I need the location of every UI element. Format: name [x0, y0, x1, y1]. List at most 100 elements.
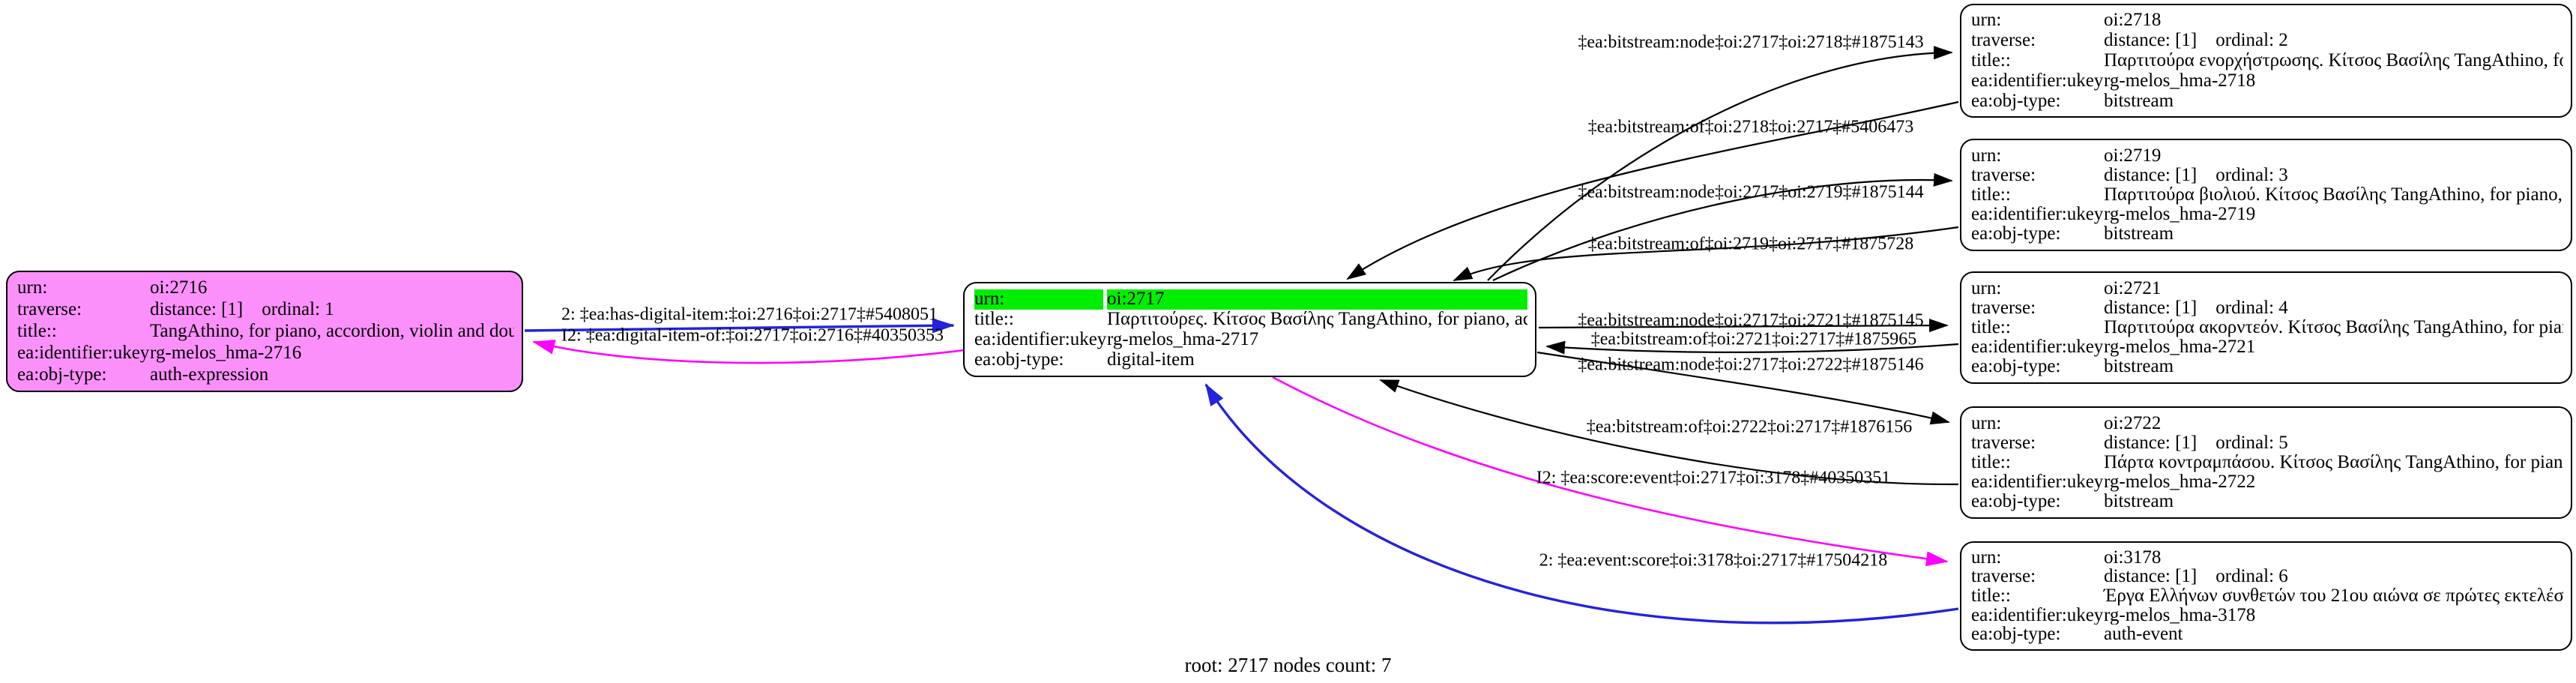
row-value: Έργα Ελλήνων συνθετών του 21ου αιώνα σε … [2104, 586, 2563, 606]
row-label: traverse: [1971, 433, 2036, 453]
node-row: urn:oi:2717 [974, 289, 1527, 310]
row-label: urn: [1971, 10, 2002, 31]
row-label: urn: [974, 289, 1103, 310]
node-row: ea:obj-type: bitstream [1971, 357, 2563, 376]
node-row: ea:obj-type:digital-item [974, 350, 1527, 370]
row-value: TangAthino, for piano, accordion, violin… [150, 320, 514, 341]
row-label: traverse: [1971, 298, 2036, 318]
row-value: distance: [1] ordinal: 6 [2104, 567, 2288, 587]
edge-label: 2: ‡ea:event:score‡oi:3178‡oi:2717‡#1750… [1539, 550, 1888, 571]
row-label: ea:obj-type: [1971, 492, 2061, 511]
row-label: urn: [1971, 414, 2002, 433]
row-value: auth-event [2104, 625, 2183, 644]
graph-node-oi-2716[interactable]: urn: oi:2716 traverse: distance: [1] ordina… [6, 271, 523, 392]
row-value: oi:3178 [2104, 548, 2162, 568]
node-row: title::Παρτιτούρα ενορχήστρωσης. Κίτσος … [1971, 51, 2563, 71]
row-label: title:: [1971, 50, 2011, 70]
row-value: rg-melos_hma-3178 [2104, 605, 2256, 625]
node-row: traverse:distance: [1] ordinal: 2 [1971, 31, 2563, 51]
row-label: ea:identifier:ukey [17, 342, 150, 363]
row-label: ea:obj-type: [1971, 91, 2061, 111]
graph-node-oi-3178[interactable]: urn: oi:3178 traverse: distance: [1] ordina… [1960, 541, 2572, 651]
row-value: Παρτιτούρα ενορχήστρωσης. Κίτσος Βασίλης… [2104, 50, 2563, 70]
row-label: ea:identifier:ukey [1971, 70, 2104, 91]
node-row: urn: oi:2716 [17, 277, 514, 299]
edge-label: I2: ‡ea:score:event‡oi:2717‡oi:3178‡#403… [1536, 468, 1891, 488]
row-value: distance: [1] ordinal: 4 [2104, 298, 2288, 318]
row-label: title:: [1971, 318, 2011, 337]
node-row: urn: oi:2722 [1971, 414, 2563, 433]
node-row: title::Έργα Ελλήνων συνθετών του 21ου αι… [1971, 586, 2563, 606]
row-value: distance: [1] ordinal: 5 [2104, 433, 2288, 453]
row-value: rg-melos_hma-2718 [2104, 70, 2256, 91]
row-value: Παρτιτούρες. Κίτσος Βασίλης TangAthino, … [1107, 309, 1527, 330]
node-row: traverse: distance: [1] ordinal: 1 [17, 299, 514, 321]
edge-label: ‡ea:bitstream:node‡oi:2717‡oi:2718‡#1875… [1578, 32, 1924, 52]
row-label: title:: [974, 309, 1014, 330]
row-value: oi:2717 [1107, 289, 1527, 310]
edge-label: ‡ea:bitstream:of‡oi:2721‡oi:2717‡#187596… [1590, 329, 1917, 349]
row-value: rg-melos_hma-2719 [2104, 205, 2256, 224]
row-label: title:: [1971, 453, 2011, 472]
row-value: Παρτιτούρα βιολιού. Κίτσος Βασίλης TangA… [2104, 185, 2563, 205]
node-row: traverse: distance: [1] ordinal: 4 [1971, 298, 2563, 318]
node-row: title::Παρτιτούρα βιολιού. Κίτσος Βασίλη… [1971, 185, 2563, 205]
row-label: urn: [1971, 548, 2002, 568]
edge-label: ‡ea:bitstream:of‡oi:2719‡oi:2717‡#187572… [1587, 234, 1914, 254]
row-label: ea:identifier:ukey [974, 329, 1107, 350]
row-label: ea:obj-type: [1971, 357, 2061, 376]
row-label: traverse: [1971, 30, 2036, 51]
row-value: oi:2718 [2104, 10, 2162, 31]
edge-label: ‡ea:bitstream:node‡oi:2717‡oi:2721‡#1875… [1578, 310, 1924, 331]
row-label: ea:identifier:ukey [1971, 337, 2104, 357]
row-value: oi:2716 [150, 277, 208, 298]
row-value: oi:2719 [2104, 146, 2162, 166]
row-value: bitstream [2104, 91, 2174, 111]
row-value: bitstream [2104, 357, 2174, 376]
row-value: digital-item [1107, 349, 1195, 370]
node-row: ea:obj-type:auth-expression [17, 364, 514, 385]
node-row: ea:obj-type:bitstream [1971, 224, 2563, 244]
edge-label: ‡ea:bitstream:node‡oi:2717‡oi:2722‡#1875… [1578, 355, 1924, 375]
node-row: ea:obj-type: bitstream [1971, 91, 2563, 111]
edge-label: ‡ea:bitstream:node‡oi:2717‡oi:2719‡#1875… [1578, 182, 1924, 202]
node-row: urn:oi:2721 [1971, 279, 2563, 298]
edge-label: ‡ea:bitstream:of‡oi:2722‡oi:2717‡#187615… [1586, 417, 1913, 437]
graph-node-oi-2722[interactable]: urn: oi:2722 traverse: distance: [1] ordina… [1960, 406, 2572, 519]
row-value: rg-melos_hma-2721 [2104, 337, 2256, 357]
row-value: Πάρτα κοντραμπάσου. Κίτσος Βασίλης TangA… [2104, 453, 2563, 472]
node-row: ea:obj-type:auth-event [1971, 625, 2563, 644]
row-label: urn: [17, 277, 48, 298]
edge-label: I2: ‡ea:digital-item-of:‡oi:2717‡oi:2716… [561, 325, 944, 346]
row-label: ea:identifier:ukey [1971, 205, 2104, 224]
node-row: urn: oi:3178 [1971, 548, 2563, 568]
row-label: ea:identifier:ukey [1971, 472, 2104, 492]
row-label: traverse: [17, 299, 82, 320]
row-value: rg-melos_hma-2716 [150, 342, 302, 363]
node-row: title::TangAthino, for piano, accordion,… [17, 321, 514, 343]
row-label: traverse: [1971, 567, 2036, 587]
row-label: title:: [17, 320, 57, 341]
graph-caption: root: 2717 nodes count: 7 [1184, 654, 1392, 676]
row-value: distance: [1] ordinal: 3 [2104, 166, 2288, 185]
row-value: Παρτιτούρα ακορντεόν. Κίτσος Βασίλης Tan… [2104, 318, 2563, 337]
row-value: oi:2722 [2104, 414, 2162, 433]
node-row: traverse: distance: [1] ordinal: 6 [1971, 568, 2563, 587]
node-row: title::Πάρτα κοντραμπάσου. Κίτσος Βασίλη… [1971, 453, 2563, 472]
node-row: ea:obj-type:bitstream [1971, 492, 2563, 511]
row-value: rg-melos_hma-2722 [2104, 472, 2256, 492]
row-label: urn: [1971, 146, 2002, 166]
row-value: bitstream [2104, 224, 2174, 244]
row-value: distance: [1] ordinal: 1 [150, 299, 334, 320]
